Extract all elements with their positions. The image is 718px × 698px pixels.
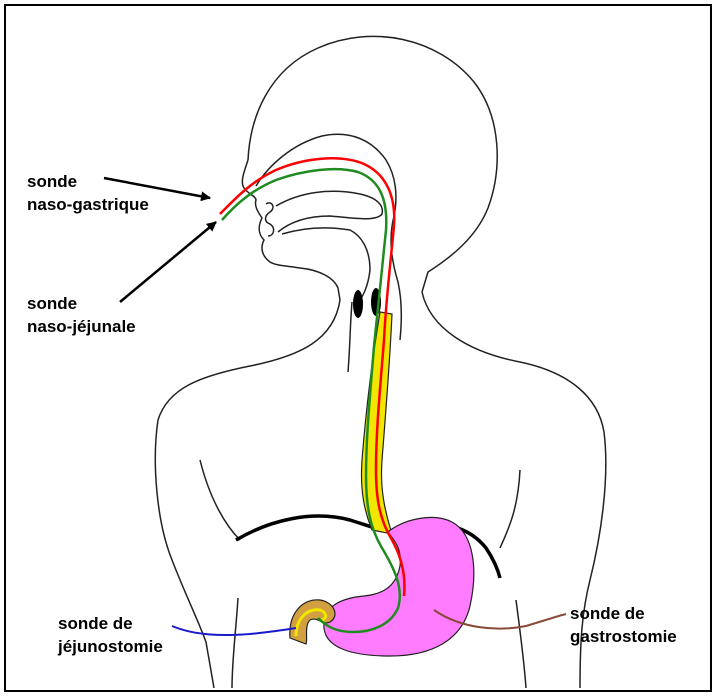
waist-right-outline xyxy=(516,600,526,688)
gastrostomy-label-line1: sonde de xyxy=(570,602,677,625)
naso-gastric-label-line1: sonde xyxy=(27,170,149,193)
trachea-left xyxy=(348,302,352,372)
jejunostomy-label-line2: jéjunostomie xyxy=(58,635,163,658)
epiglottis-left xyxy=(353,290,363,318)
naso-jejunal-arrow xyxy=(120,222,216,302)
jejunostomy-label: sonde de jéjunostomie xyxy=(58,612,163,658)
naso-jejunal-label: sonde naso-jéjunale xyxy=(27,292,136,338)
arm-right-inner-outline xyxy=(500,470,520,548)
arm-left-inner-outline xyxy=(200,460,240,540)
jejunostomy-tube xyxy=(172,626,296,635)
naso-jejunal-label-line1: sonde xyxy=(27,292,136,315)
naso-gastric-label-line2: naso-gastrique xyxy=(27,193,149,216)
naso-jejunal-label-line2: naso-jéjunale xyxy=(27,315,136,338)
gastrostomy-label-line2: gastrostomie xyxy=(570,625,677,648)
jejunostomy-label-line1: sonde de xyxy=(58,612,163,635)
head-outline xyxy=(248,36,497,292)
gastrostomy-label: sonde de gastrostomie xyxy=(570,602,677,648)
palate xyxy=(276,191,382,232)
teeth xyxy=(266,203,274,236)
naso-gastric-label: sonde naso-gastrique xyxy=(27,170,149,216)
waist-left-outline xyxy=(232,598,238,688)
